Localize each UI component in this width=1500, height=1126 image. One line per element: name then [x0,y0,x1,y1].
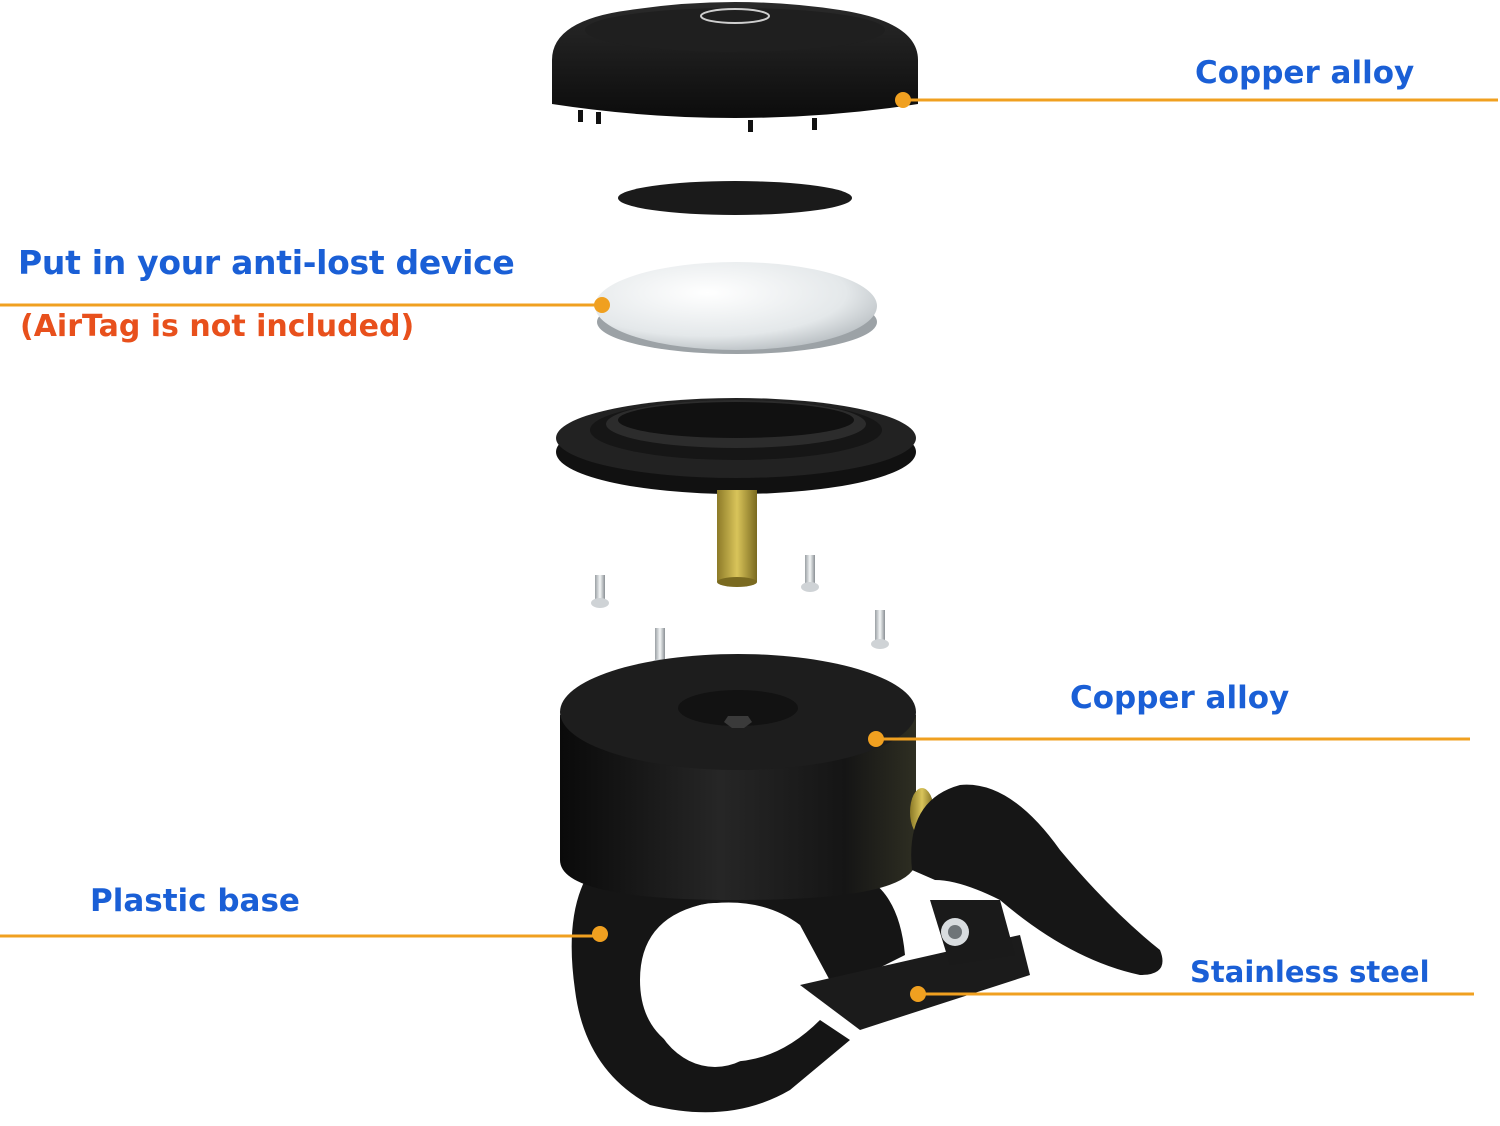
lever [910,784,1163,975]
leader-dot-top [895,92,911,108]
airtag [595,262,877,354]
label-bell-copper-alloy: Copper alloy [1070,680,1290,716]
label-anti-lost-device: Put in your anti-lost device [18,243,515,282]
screws [591,555,889,669]
holder-plate [556,398,916,494]
top-cap [552,2,918,132]
leader-dot-bell [868,731,884,747]
threaded-post [717,490,757,587]
label-airtag-note: (AirTag is not included) [20,309,415,344]
leader-dots [592,92,926,1002]
label-stainless-steel: Stainless steel [1190,955,1430,989]
leader-lines [0,98,1498,996]
thin-disc [618,181,852,215]
leader-dot-device [594,297,610,313]
leader-dot-base [592,926,608,942]
bell-body [560,654,916,900]
label-top-copper-alloy: Copper alloy [1195,55,1415,91]
leader-dot-lever [910,986,926,1002]
label-plastic-base: Plastic base [90,883,300,919]
